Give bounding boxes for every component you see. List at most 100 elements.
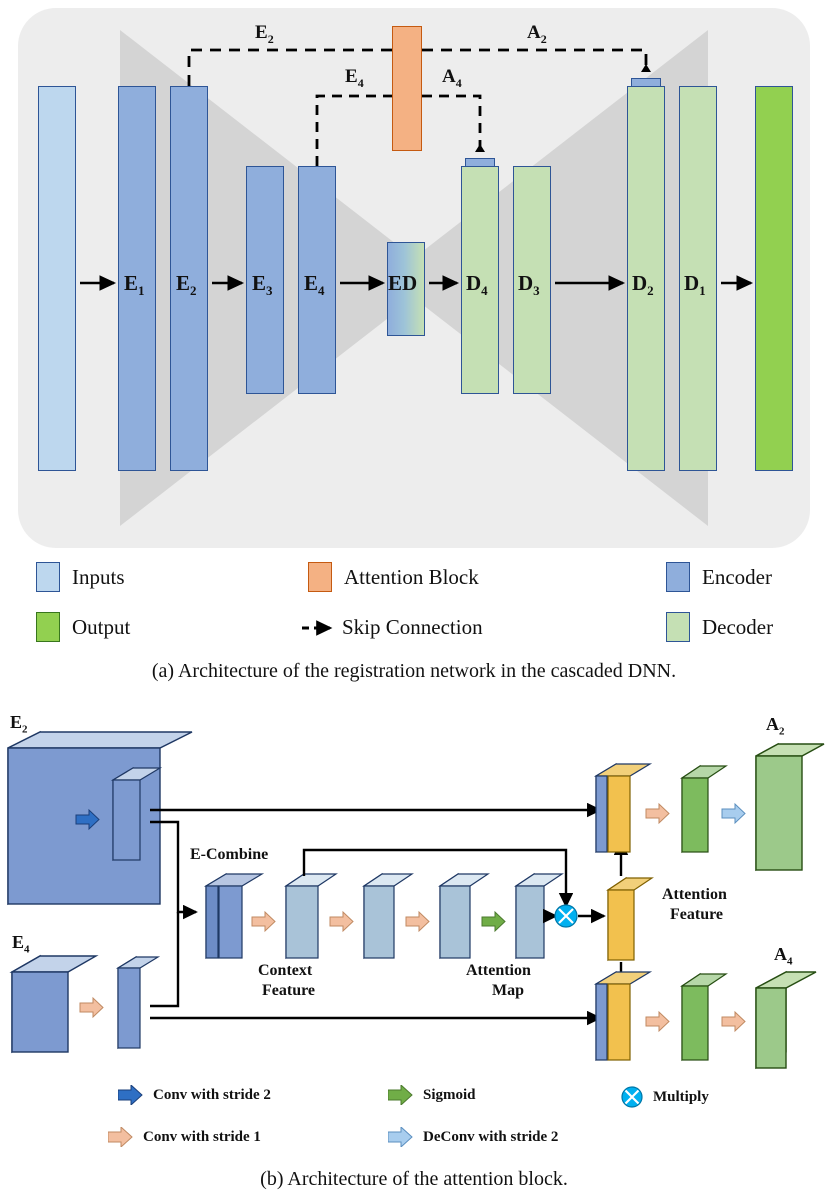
panel-a-board: E1 E2 E3 E4 ED D4 D3 D2 D1 E2 A2 E4 A4: [18, 8, 810, 548]
label-e3: E3: [252, 271, 273, 299]
legend-label-conv-stride-1: Conv with stride 1: [143, 1128, 261, 1145]
label-e2-input: E2: [10, 712, 28, 736]
label-d1: D1: [684, 271, 706, 299]
slab-conv-3[interactable]: [438, 872, 490, 960]
block-d3[interactable]: [513, 166, 551, 394]
arrow-conv-a: [251, 911, 276, 932]
legend-label-encoder: Encoder: [702, 564, 772, 589]
conv-stride-2-arrow-icon: [117, 1083, 144, 1107]
block-ed[interactable]: [387, 242, 425, 336]
slab-attention-map[interactable]: [514, 872, 564, 960]
block-inputs[interactable]: [38, 86, 76, 471]
panel-a-legend: Inputs Attention Block Encoder Output Sk…: [18, 562, 810, 654]
legend-item-multiply[interactable]: Multiply: [620, 1085, 709, 1109]
legend-label-attention-block: Attention Block: [344, 564, 479, 589]
dashed-arrow-icon: [300, 612, 336, 642]
block-e1[interactable]: [118, 86, 156, 471]
legend-item-encoder[interactable]: Encoder: [666, 562, 772, 592]
slab-e2-input[interactable]: [7, 730, 193, 906]
skip-label-e4: E4: [345, 66, 364, 90]
slab-conv-2[interactable]: [362, 872, 414, 960]
caption-a: (a) Architecture of the registration net…: [151, 660, 677, 682]
arrow-conv-top: [645, 803, 670, 824]
block-attention[interactable]: [392, 26, 422, 151]
label-e1: E1: [124, 271, 145, 299]
label-attention-map-line2: Map: [492, 982, 524, 999]
slab-concat-bottom[interactable]: [593, 970, 653, 1062]
legend-item-conv-stride-1[interactable]: Conv with stride 1: [107, 1125, 261, 1149]
label-e2: E2: [176, 271, 197, 299]
slab-e-combine[interactable]: [203, 872, 265, 960]
legend-item-conv-stride-2[interactable]: Conv with stride 2: [117, 1083, 271, 1107]
label-d2-sub: 2: [647, 283, 654, 299]
block-d2[interactable]: [627, 86, 665, 471]
panel-b-svg: [7, 730, 825, 1070]
arrow-conv-b: [329, 911, 354, 932]
inputs-swatch-icon: [36, 562, 60, 592]
slab-green-top[interactable]: [680, 764, 728, 854]
slab-e4-input[interactable]: [9, 954, 99, 1054]
slab-concat-top[interactable]: [593, 762, 653, 854]
block-e3[interactable]: [246, 166, 284, 394]
label-attention-map-line1: Attention: [466, 962, 531, 979]
legend-item-inputs[interactable]: Inputs: [36, 562, 125, 592]
block-d4[interactable]: [461, 166, 499, 394]
slab-context-feature[interactable]: [284, 872, 338, 960]
slab-attention-feature[interactable]: [606, 876, 654, 962]
legend-label-output: Output: [72, 614, 131, 639]
legend-item-skip-connection[interactable]: Skip Connection: [300, 612, 483, 642]
label-e-combine: E-Combine: [190, 846, 269, 863]
label-d1-sub: 1: [699, 283, 706, 299]
label-d3-sub: 3: [533, 283, 540, 299]
arrow-conv-bottom: [645, 1011, 670, 1032]
label-e2-sub: 2: [190, 283, 197, 299]
legend-label-skip-connection: Skip Connection: [342, 614, 483, 639]
legend-item-attention-block[interactable]: Attention Block: [308, 562, 479, 592]
decoder-swatch-icon: [666, 612, 690, 642]
slab-a4-output[interactable]: [755, 970, 817, 1070]
label-d2: D2: [632, 271, 654, 299]
block-output[interactable]: [755, 86, 793, 471]
legend-item-sigmoid[interactable]: Sigmoid: [387, 1083, 476, 1107]
label-d4: D4: [466, 271, 488, 299]
legend-item-deconv-stride-2[interactable]: DeConv with stride 2: [387, 1125, 558, 1149]
multiply-circle-x-icon: [620, 1085, 644, 1109]
legend-label-conv-stride-2: Conv with stride 2: [153, 1086, 271, 1103]
label-e4-input: E4: [12, 932, 30, 956]
multiply-icon: [554, 904, 578, 928]
caption-b: (b) Architecture of the attention block.: [260, 1168, 568, 1190]
legend-item-output[interactable]: Output: [36, 612, 130, 642]
label-context-feature-line2: Feature: [262, 982, 316, 999]
label-a4-output: A4: [774, 944, 793, 968]
label-attention-feature-line2: Feature: [670, 906, 724, 923]
slab-a2-output[interactable]: [755, 742, 825, 872]
arrow-conv-a4: [721, 1011, 746, 1032]
legend-item-decoder[interactable]: Decoder: [666, 612, 773, 642]
label-e4-sub: 4: [318, 283, 325, 299]
slab-e2-down[interactable]: [110, 766, 163, 862]
label-attention-feature-line1: Attention: [662, 886, 727, 903]
conv-stride-1-arrow-icon: [107, 1125, 134, 1149]
legend-label-multiply: Multiply: [653, 1088, 709, 1105]
output-swatch-icon: [36, 612, 60, 642]
block-e4[interactable]: [298, 166, 336, 394]
deconv-stride-2-arrow-icon: [387, 1125, 414, 1149]
legend-label-inputs: Inputs: [72, 564, 125, 589]
panel-a-architecture: E1 E2 E3 E4 ED D4 D3 D2 D1 E2 A2 E4 A4: [18, 8, 810, 548]
block-e2[interactable]: [170, 86, 208, 471]
arrow-conv-c: [405, 911, 430, 932]
label-ed: ED: [388, 271, 418, 295]
skip-label-e2: E2: [255, 22, 274, 46]
block-d1[interactable]: [679, 86, 717, 471]
panel-b-attention-block: E2 E4 A2 A4 E-Combine Context Feature At…: [0, 700, 828, 1080]
label-a2-output: A2: [766, 714, 785, 738]
skip-label-a4: A4: [442, 66, 462, 90]
attention-block-swatch-icon: [308, 562, 332, 592]
slab-e4-down[interactable]: [115, 955, 161, 1050]
label-d3: D3: [518, 271, 540, 299]
slab-green-bottom[interactable]: [680, 972, 728, 1062]
sigmoid-arrow-icon: [387, 1083, 414, 1107]
skip-label-a2: A2: [527, 22, 547, 46]
arrow-deconv-top: [721, 803, 746, 824]
